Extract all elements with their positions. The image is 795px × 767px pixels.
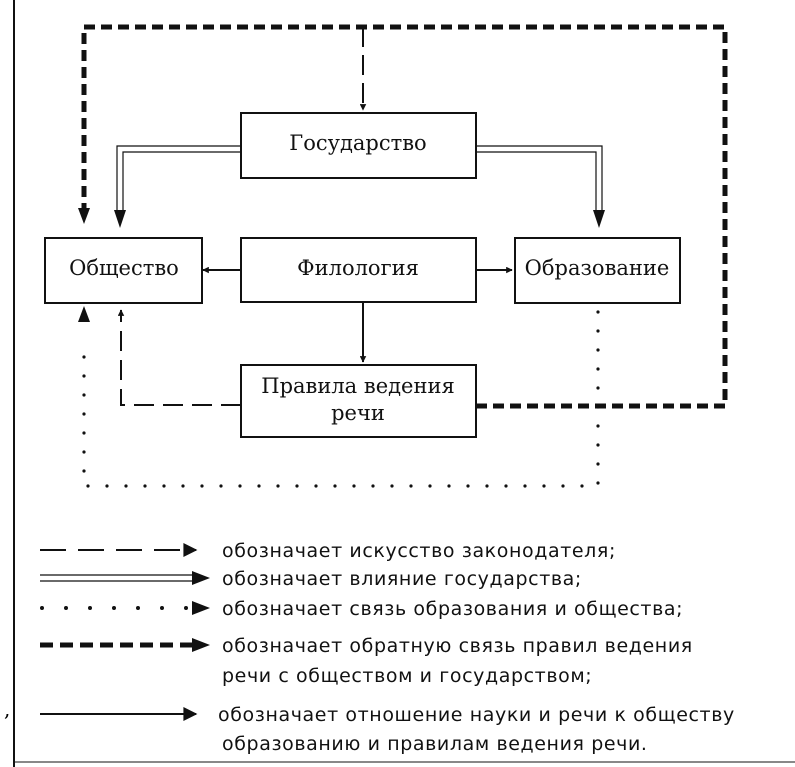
legend-item-thick-dash: обозначает обратную связь правил ведения… [40, 635, 693, 687]
node-speech-rules-label-line1: Правила ведения [261, 374, 454, 398]
node-society-label: Общество [69, 256, 179, 280]
node-state: Государство [240, 112, 477, 179]
double-line-state-to-society [116, 145, 241, 210]
legend-arrowhead-thick-dash [192, 638, 210, 652]
node-philology-label: Филология [297, 256, 419, 280]
dotted-arrowhead-society [78, 306, 90, 322]
legend-symbol-double-line [40, 574, 194, 582]
node-education: Образование [514, 237, 681, 304]
legend-label-thick-dash-line2: речи с обществом и государством; [222, 665, 592, 687]
legend-arrowhead-dotted [192, 601, 210, 615]
thick-dash-feedback-connector [81, 24, 728, 409]
double-line-state-to-education [476, 145, 603, 210]
legend-label-thick-dash-line1: обозначает обратную связь правил ведения [222, 635, 693, 657]
dotted-education-society-connector [82, 310, 600, 488]
double-line-arrowhead-education [593, 210, 605, 228]
legend-label-solid-line2: образованию и правилам ведения речи. [222, 733, 648, 755]
legend-arrowhead-double-line [192, 571, 210, 585]
legend-label-double-line: обозначает влияние государства; [222, 568, 582, 590]
legend-label-long-dash: обозначает искусство законодателя; [222, 540, 616, 562]
node-philology: Филология [240, 237, 477, 303]
double-line-arrowhead-society [114, 210, 126, 228]
legend-label-solid-line1: обозначает отношение науки и речи к обще… [218, 704, 735, 726]
legend: обозначает искусство законодателя; обозн… [40, 540, 735, 755]
node-speech-rules: Правила ведения речи [240, 364, 477, 438]
legend-label-dotted: обозначает связь образования и общества; [222, 598, 683, 620]
node-state-label: Государство [289, 131, 426, 155]
legend-item-dotted: обозначает связь образования и общества; [40, 598, 683, 620]
thick-dash-arrowhead [78, 208, 90, 224]
legend-item-solid: обозначает отношение науки и речи к обще… [40, 704, 735, 755]
margin-mark: , [4, 697, 10, 721]
node-education-label: Образование [525, 256, 670, 280]
long-dash-arrow-rules-to-society [117, 309, 241, 406]
legend-item-double-line: обозначает влияние государства; [40, 568, 582, 590]
legend-item-long-dash: обозначает искусство законодателя; [40, 540, 616, 562]
node-speech-rules-label-line2: речи [331, 401, 385, 425]
node-society: Общество [44, 237, 203, 304]
